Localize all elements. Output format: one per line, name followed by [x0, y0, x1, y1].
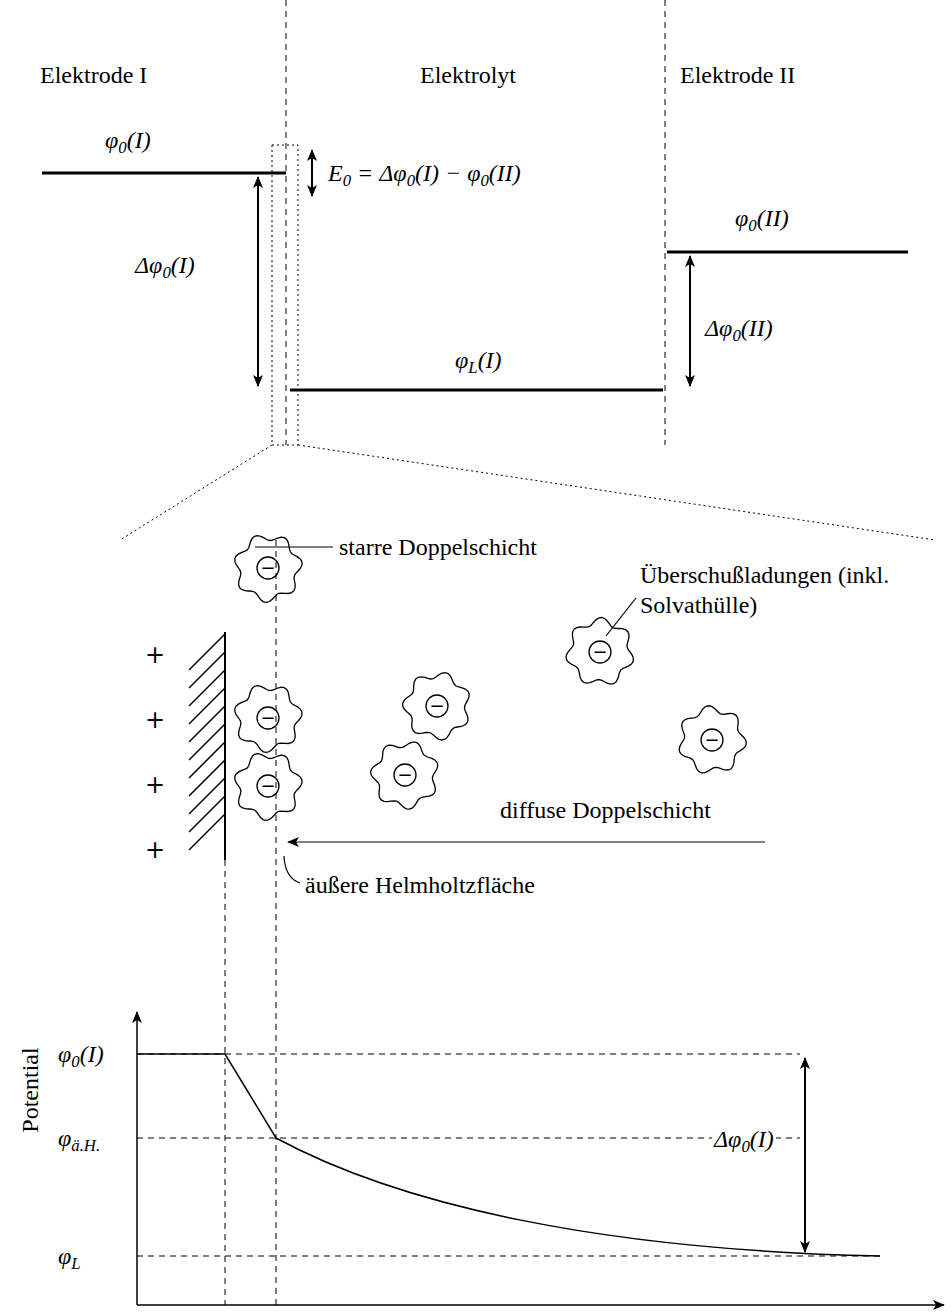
ion-circle: [394, 764, 416, 786]
charge-sign: −: [397, 765, 412, 785]
subscript: 0: [480, 171, 488, 190]
potential-label: φ0(I): [105, 125, 151, 155]
solvation-shell: [403, 673, 470, 740]
potential-difference-label: Δφ0(I): [712, 1124, 776, 1154]
subscript: 0: [71, 1052, 79, 1071]
region-label: Elektrode II: [680, 60, 795, 90]
solvation-shell: [235, 686, 302, 753]
solvation-shell: [235, 754, 302, 821]
subscript: 0: [343, 171, 351, 190]
potential-label: φL(I): [455, 345, 502, 375]
ion-circle: [257, 707, 279, 729]
ion-circle: [701, 729, 723, 751]
subscript: 0: [407, 171, 415, 190]
callout-label: äußere Helmholtzfläche: [305, 870, 535, 900]
potential-difference-label: Δφ0(I): [135, 250, 195, 280]
solvation-shell: [679, 706, 746, 773]
callout-label: Überschußladungen (inkl. Solvathülle): [640, 560, 940, 620]
axis-label: Potential: [15, 1047, 45, 1132]
electrode-wall: [189, 540, 276, 1305]
charge-sign: +: [145, 770, 165, 800]
charge-sign: −: [260, 708, 275, 728]
callout-label: diffuse Doppelschicht: [500, 795, 711, 825]
region-label: Elektrolyt: [420, 60, 516, 90]
charge-sign: −: [260, 776, 275, 796]
subscript: 0: [118, 138, 126, 157]
ion-circle: [589, 641, 611, 663]
axis-tick-label: φ0(I): [58, 1039, 104, 1069]
potential-plot: [137, 1012, 944, 1305]
subscript: L: [71, 1254, 80, 1273]
ion-circle: [426, 695, 448, 717]
solvation-shell: [235, 536, 302, 603]
subscript: 0: [162, 263, 170, 282]
charge-sign: −: [592, 642, 607, 662]
subscript: L: [468, 358, 477, 377]
subscript: ä.H.: [71, 1136, 100, 1155]
region-label: Elektrode I: [40, 60, 147, 90]
formula-label: E0 = Δφ0(I) − φ0(II): [328, 158, 521, 188]
ion-circle: [257, 775, 279, 797]
axis-tick-label: φL: [58, 1241, 81, 1271]
potential-label: φ0(II): [735, 203, 789, 233]
charge-sign: −: [260, 558, 275, 578]
potential-difference-label: Δφ0(II): [705, 313, 773, 343]
charge-sign: +: [145, 705, 165, 735]
subscript: 0: [741, 1137, 749, 1156]
callout-label: starre Doppelschicht: [339, 532, 537, 562]
axis-tick-label: φä.H.: [58, 1123, 100, 1153]
charge-sign: +: [145, 640, 165, 670]
solvation-shell: [371, 742, 438, 809]
solvation-shell: [566, 618, 633, 685]
charge-sign: −: [704, 730, 719, 750]
ion-circle: [257, 557, 279, 579]
charge-sign: −: [429, 696, 444, 716]
top-scheme: [42, 0, 935, 540]
charge-sign: +: [145, 835, 165, 865]
subscript: 0: [748, 216, 756, 235]
subscript: 0: [732, 326, 740, 345]
